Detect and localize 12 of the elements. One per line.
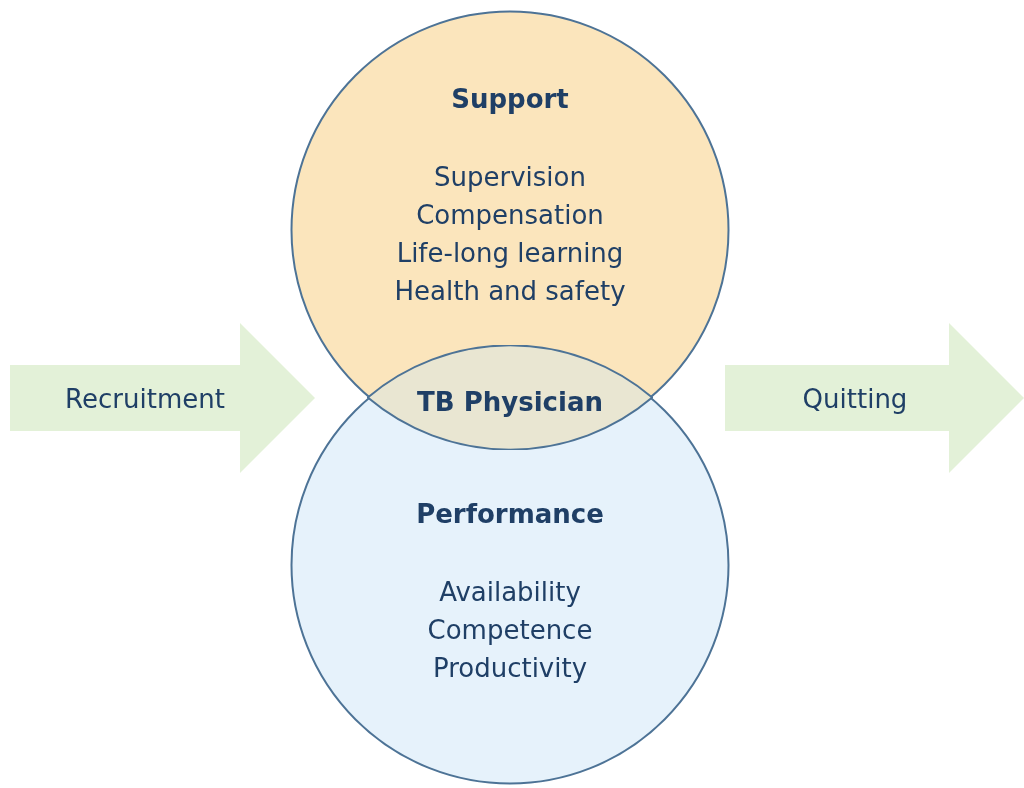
arrow-label: Recruitment xyxy=(65,383,225,416)
list-item: Life-long learning xyxy=(396,237,624,270)
circle-heading: TB Physician xyxy=(417,386,603,419)
circle-heading: Performance xyxy=(416,498,604,531)
list-item: Productivity xyxy=(432,652,588,685)
list-item: Supervision xyxy=(434,161,586,194)
list-item: Availability xyxy=(439,576,581,609)
list-item: Compensation xyxy=(416,199,604,232)
list-item: Health and safety xyxy=(394,275,626,308)
arrow-label: Quitting xyxy=(802,383,908,416)
list-item: Competence xyxy=(427,614,593,647)
circle-heading: Support xyxy=(451,83,569,116)
